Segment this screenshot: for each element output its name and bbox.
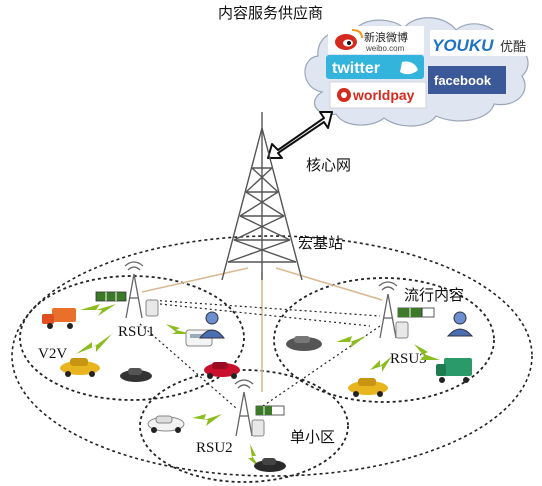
wireless-link-icon: [80, 304, 116, 316]
rsu1-unit: RSU1: [95, 261, 159, 340]
youku-text: YOUKU: [432, 36, 494, 55]
wireless-link-icon: [76, 334, 112, 354]
youku-logo: YOUKU 优酷: [430, 30, 530, 56]
rsu3-label: RSU3: [390, 351, 427, 367]
rsu3-cache-bar: [397, 307, 435, 318]
car-yellow-right-icon: [348, 378, 388, 397]
rsu1-antenna-icon: [124, 261, 144, 319]
rsu2-coverage-area: [139, 369, 349, 483]
rsu3-antenna-icon: [378, 281, 398, 339]
car-red-icon: [204, 362, 240, 379]
car-yellow-left-icon: [60, 358, 100, 377]
rsu1-coverage-area: [19, 275, 245, 401]
rsu2-cache-bar: [255, 405, 285, 416]
truck-orange-icon: [42, 308, 76, 329]
rsu3-coverage-area: [273, 277, 495, 403]
rsu3-unit: 流行内容 RSU3: [378, 281, 464, 367]
rsu2-unit: RSU2 单小区: [196, 379, 335, 456]
user-icon: [198, 311, 226, 339]
rsu2-server-icon: [251, 419, 265, 437]
weibo-cn-text: 新浪微博: [364, 30, 408, 44]
worldpay-text: worldpay: [352, 87, 415, 103]
double-arrow-icon: [267, 111, 333, 159]
rsu2-antenna-icon: [234, 379, 254, 437]
core-network-link: 核心网: [267, 111, 351, 174]
facebook-text: facebook: [434, 73, 492, 88]
small-cell-label: 单小区: [290, 428, 335, 446]
wireless-link-icon: [248, 444, 260, 468]
rsu3-server-icon: [395, 321, 409, 339]
wireless-link-icon: [336, 336, 366, 348]
car-dark-icon: [120, 368, 152, 382]
twitter-text: twitter: [332, 60, 380, 77]
user-icon: [446, 311, 474, 337]
rsu1-server-icon: [145, 299, 159, 317]
content-provider-label: 内容服务供应商: [218, 4, 323, 22]
twitter-logo: twitter: [326, 55, 424, 79]
car-black-icon: [254, 458, 286, 472]
wireless-link-icon: [370, 356, 392, 372]
facebook-logo: facebook: [428, 66, 506, 94]
wireless-link-icon: [166, 324, 192, 334]
twitter-bird-icon: [400, 61, 418, 75]
macro-coverage-area: [11, 235, 533, 477]
popular-content-label: 流行内容: [404, 286, 464, 304]
car-white-icon: [147, 415, 185, 433]
backhaul-links: [141, 267, 383, 392]
macro-base-station-label: 宏基站: [298, 234, 343, 252]
wireless-link-icon: [192, 414, 222, 426]
truck-green-icon: [436, 358, 472, 383]
weibo-en-text: weibo.com: [365, 44, 405, 53]
weibo-logo: 新浪微博 weibo.com: [328, 26, 424, 54]
rsu2-label: RSU2: [196, 440, 233, 456]
car-silver-rsu3-icon: [286, 336, 322, 351]
wireless-links: [76, 304, 440, 468]
v2v-label: V2V: [38, 346, 67, 362]
rsu1-label: RSU1: [118, 324, 155, 340]
core-network-label: 核心网: [306, 156, 351, 174]
rsu-interlinks: [139, 299, 381, 409]
content-provider-cloud: 内容服务供应商 新浪微博 weibo.com YOUKU 优酷 twitter …: [218, 4, 530, 127]
wireless-link-icon: [414, 344, 440, 360]
rsu1-cache-bar: [95, 291, 127, 302]
worldpay-logo: worldpay: [329, 81, 427, 109]
youku-cn-text: 优酷: [500, 40, 526, 55]
macro-base-station-tower: [221, 112, 303, 281]
